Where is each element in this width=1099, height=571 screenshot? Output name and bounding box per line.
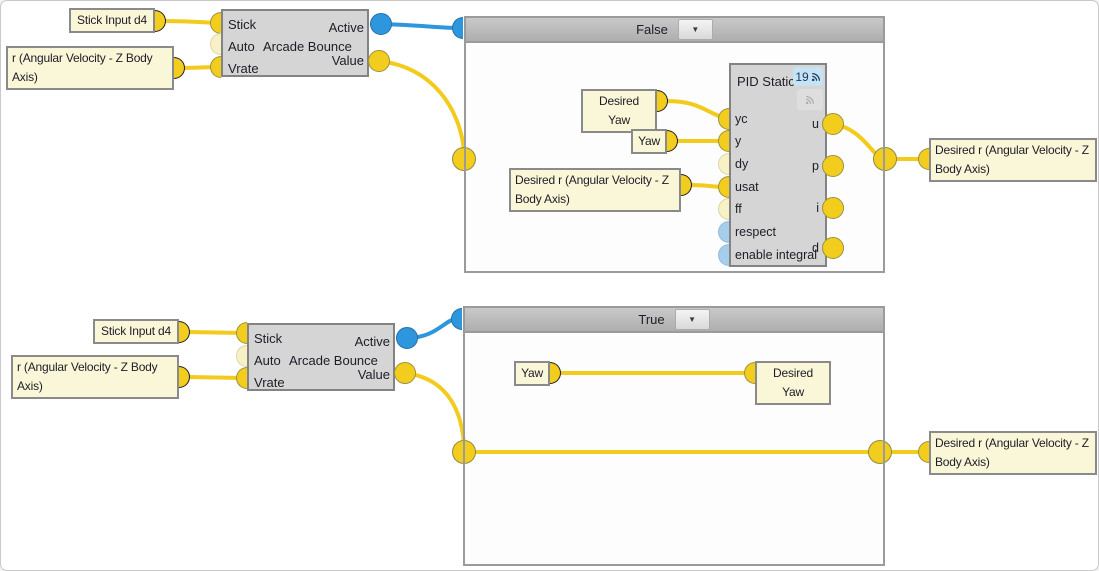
wire-arcade2-value-to-true-boundary[interactable] <box>403 371 466 446</box>
arcade2-auto-in-port[interactable] <box>236 345 247 367</box>
signal-box-stick-input-1[interactable]: Stick Input d4 <box>69 8 155 33</box>
true-branch-title: True <box>638 312 665 327</box>
pid-i-out-port[interactable] <box>822 197 844 219</box>
port-label-stick: Stick <box>254 331 283 346</box>
port-label-y: y <box>735 134 742 148</box>
port-label-yc: yc <box>735 112 748 126</box>
port-label-auto: Auto <box>228 39 255 54</box>
arcade-bounce-node-2[interactable]: Stick Active Auto Arcade Bounce Vrate Va… <box>247 323 395 391</box>
signal-box-desired-r-output-1[interactable]: Desired r (Angular Velocity - Z Body Axi… <box>929 138 1097 182</box>
port-label-stick: Stick <box>228 17 257 32</box>
stick-input-2-out-port[interactable] <box>179 321 190 343</box>
pid-p-out-port[interactable] <box>822 155 844 177</box>
true-branch-body <box>463 306 885 566</box>
node-title: Arcade Bounce <box>263 39 352 54</box>
arcade2-value-out-port[interactable] <box>394 362 416 384</box>
port-label-dy: dy <box>735 157 749 171</box>
false-branch-container[interactable]: False ▼ <box>464 16 885 273</box>
true-branch-container[interactable]: True ▼ <box>463 306 885 566</box>
signal-box-desired-yaw-true[interactable]: Desired Yaw <box>755 361 831 405</box>
port-label-vrate: Vrate <box>228 61 259 76</box>
true-branch-header[interactable]: True ▼ <box>465 308 883 333</box>
port-label-usat: usat <box>735 180 759 194</box>
desired-r-output-2-in-port[interactable] <box>918 441 929 463</box>
true-branch-enable-port[interactable] <box>451 308 462 330</box>
true-branch-selector-dropdown[interactable]: ▼ <box>674 309 710 330</box>
arcade1-auto-in-port[interactable] <box>210 33 221 55</box>
port-label-p: p <box>812 159 819 173</box>
port-label-vrate: Vrate <box>254 375 285 390</box>
desired-r-output-1-in-port[interactable] <box>918 148 929 170</box>
port-label-value: Value <box>357 367 390 382</box>
stick-input-1-out-port[interactable] <box>155 10 166 32</box>
dropdown-arrow-icon: ▼ <box>688 314 697 324</box>
signal-box-desired-r-false[interactable]: Desired r (Angular Velocity - Z Body Axi… <box>509 168 681 212</box>
signal-box-r-body-1[interactable]: r (Angular Velocity - Z Body Axis) <box>6 46 174 90</box>
stream-icon <box>811 72 820 81</box>
false-branch-enable-port[interactable] <box>452 17 463 39</box>
r-body-2-out-port[interactable] <box>179 366 190 388</box>
node-title: PID Static <box>737 74 795 89</box>
wire-arcade1-value-to-false-boundary[interactable] <box>377 59 466 153</box>
pid-static-node[interactable]: PID Static 19 yc y dy usat ff respect en… <box>729 63 827 267</box>
arcade-bounce-node-1[interactable]: Stick Active Auto Arcade Bounce Vrate Va… <box>221 9 369 77</box>
pid-u-out-port[interactable] <box>822 113 844 135</box>
port-label-enable-integral: enable integral <box>735 248 818 262</box>
telemetry-count: 19 <box>795 69 809 84</box>
arcade1-stick-in-port[interactable] <box>210 12 221 34</box>
false-branch-header[interactable]: False ▼ <box>466 18 883 43</box>
port-label-respect: respect <box>735 225 776 239</box>
arcade1-value-out-port[interactable] <box>368 50 390 72</box>
arcade2-vrate-in-port[interactable] <box>236 367 247 389</box>
port-label-value: Value <box>331 53 364 68</box>
false-branch-right-junction[interactable] <box>873 147 897 171</box>
port-label-active: Active <box>354 334 390 349</box>
port-label-ff: ff <box>735 202 742 216</box>
signal-box-r-body-2[interactable]: r (Angular Velocity - Z Body Axis) <box>11 355 179 399</box>
signal-box-yaw-false[interactable]: Yaw <box>631 129 667 154</box>
signal-box-yaw-true[interactable]: Yaw <box>514 361 550 386</box>
false-branch-selector-dropdown[interactable]: ▼ <box>677 19 713 40</box>
signal-box-stick-input-2[interactable]: Stick Input d4 <box>93 319 179 344</box>
wire-arcade1-active-to-false-branch[interactable] <box>379 22 460 30</box>
false-branch-title: False <box>636 22 668 37</box>
arcade1-active-out-port[interactable] <box>370 13 392 35</box>
telemetry-count-badge[interactable]: 19 <box>793 67 823 86</box>
stream-icon-muted <box>805 95 815 104</box>
signal-box-desired-yaw-false[interactable]: Desired Yaw <box>581 89 657 133</box>
wire-stick2-to-arcade2-stick[interactable] <box>186 330 245 335</box>
port-label-i: i <box>816 201 819 215</box>
r-body-1-out-port[interactable] <box>174 57 185 79</box>
wire-r2-to-arcade2-vrate[interactable] <box>186 375 245 380</box>
port-label-active: Active <box>328 20 364 35</box>
telemetry-toggle-badge[interactable] <box>797 89 823 110</box>
pid-d-out-port[interactable] <box>822 237 844 259</box>
true-branch-right-junction[interactable] <box>868 440 892 464</box>
port-label-d: d <box>812 241 819 255</box>
arcade2-active-out-port[interactable] <box>396 327 418 349</box>
arcade1-vrate-in-port[interactable] <box>210 56 221 78</box>
node-title: Arcade Bounce <box>289 353 378 368</box>
arcade2-stick-in-port[interactable] <box>236 322 247 344</box>
dropdown-arrow-icon: ▼ <box>691 24 700 34</box>
port-label-u: u <box>812 117 819 131</box>
signal-box-desired-r-output-2[interactable]: Desired r (Angular Velocity - Z Body Axi… <box>929 431 1097 475</box>
port-label-auto: Auto <box>254 353 281 368</box>
